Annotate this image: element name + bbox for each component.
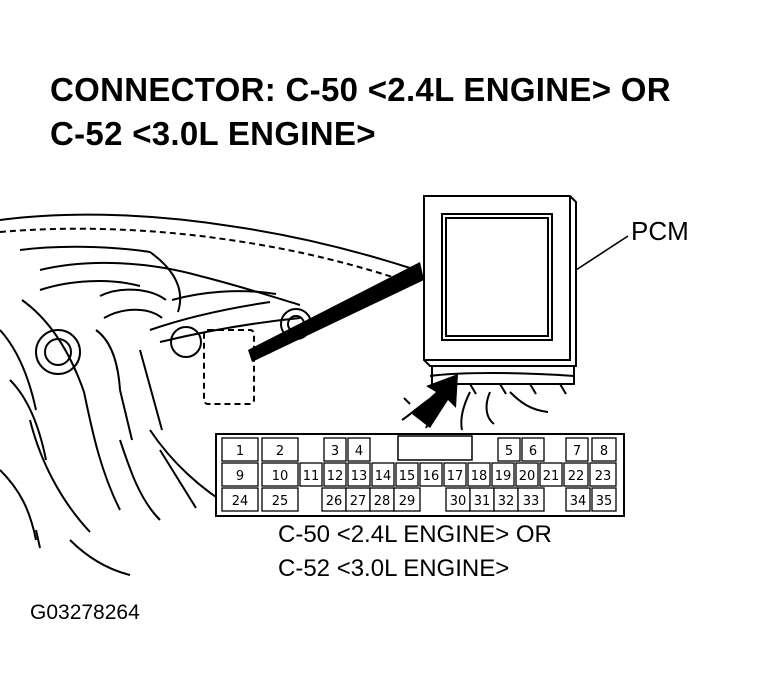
connector-pin-30: 30	[450, 494, 467, 509]
connector-pin-cell-19	[491, 462, 515, 487]
connector-pin-cell-5	[497, 437, 521, 462]
connector-pin-11: 11	[303, 469, 320, 484]
connector-pin-cell-4	[347, 437, 371, 462]
connector-caption-line-1: C-50 <2.4L ENGINE> OR	[278, 521, 552, 548]
connector-pin-4: 4	[355, 444, 363, 459]
connector-pin-cell-12	[323, 462, 347, 487]
diagram-title-line-2: C-52 <3.0L ENGINE>	[50, 115, 376, 152]
connector-pin-cell-29	[393, 487, 421, 512]
figure-id: G03278264	[30, 601, 140, 624]
pcm-location-pointer	[248, 262, 424, 362]
connector-pin-34: 34	[570, 494, 587, 509]
connector-pin-cell-11	[299, 462, 323, 487]
connector-pin-8: 8	[600, 444, 608, 459]
connector-pin-5: 5	[505, 444, 513, 459]
connector-pin-29: 29	[399, 494, 416, 509]
connector-pin-cell-3	[323, 437, 347, 462]
connector-pin-cell-6	[521, 437, 545, 462]
connector-pin-cell-15	[395, 462, 419, 487]
connector-pin-25: 25	[272, 494, 289, 509]
connector-pin-cell-2	[261, 437, 299, 462]
connector-pin-9: 9	[236, 469, 244, 484]
connector-pin-24: 24	[232, 494, 249, 509]
connector-pin-cell-23	[589, 462, 617, 487]
connector-pin-26: 26	[326, 494, 343, 509]
connector-pin-cell-18	[467, 462, 491, 487]
connector-pin-cell-9	[221, 462, 259, 487]
connector-pin-cell-33	[517, 487, 545, 512]
connector-pin-cell-16	[419, 462, 443, 487]
connector-pin-2: 2	[276, 444, 284, 459]
connector-pin-cell-21	[539, 462, 563, 487]
connector-key	[397, 435, 473, 461]
connector-pin-1: 1	[236, 444, 244, 459]
connector-pin-cell-7	[565, 437, 589, 462]
connector-pin-cell-22	[563, 462, 589, 487]
connector-pin-18: 18	[471, 469, 488, 484]
connector-pin-19: 19	[495, 469, 512, 484]
diagram-title-line-1: CONNECTOR: C-50 <2.4L ENGINE> OR	[50, 71, 671, 108]
connector-pin-7: 7	[573, 444, 581, 459]
connector-pin-22: 22	[568, 469, 585, 484]
connector-pin-12: 12	[327, 469, 344, 484]
connector-pin-15: 15	[399, 469, 416, 484]
connector-pin-cell-17	[443, 462, 467, 487]
dashboard-illustration	[0, 213, 411, 576]
connector-pin-cell-1	[221, 437, 259, 462]
connector-pin-31: 31	[474, 494, 491, 509]
pcm-module	[401, 195, 629, 431]
connector-pin-27: 27	[350, 494, 367, 509]
connector-pin-3: 3	[331, 444, 339, 459]
connector-pin-28: 28	[374, 494, 391, 509]
connector-pin-cell-34	[565, 487, 591, 512]
connector-pin-20: 20	[519, 469, 536, 484]
connector-pin-cell-10	[261, 462, 299, 487]
connector-caption-line-2: C-52 <3.0L ENGINE>	[278, 555, 510, 582]
connector-pin-32: 32	[498, 494, 515, 509]
connector-pin-cell-35	[591, 487, 617, 512]
connector-pin-33: 33	[523, 494, 540, 509]
connector-arrow	[412, 374, 458, 428]
connector-pin-14: 14	[375, 469, 392, 484]
connector-pin-6: 6	[529, 444, 537, 459]
connector-pin-16: 16	[423, 469, 440, 484]
pcm-label: PCM	[631, 216, 689, 246]
connector-pin-13: 13	[351, 469, 368, 484]
connector-pin-17: 17	[447, 469, 464, 484]
connector-pin-cell-8	[591, 437, 617, 462]
connector-pin-cell-20	[515, 462, 539, 487]
connector-pin-cell-13	[347, 462, 371, 487]
connector-pin-10: 10	[272, 469, 289, 484]
connector-pin-cell-24	[221, 487, 259, 512]
connector-pin-35: 35	[596, 494, 613, 509]
connector-pin-cell-25	[261, 487, 299, 512]
connector-pin-cell-14	[371, 462, 395, 487]
connector-pin-23: 23	[595, 469, 612, 484]
connector-pin-21: 21	[543, 469, 560, 484]
